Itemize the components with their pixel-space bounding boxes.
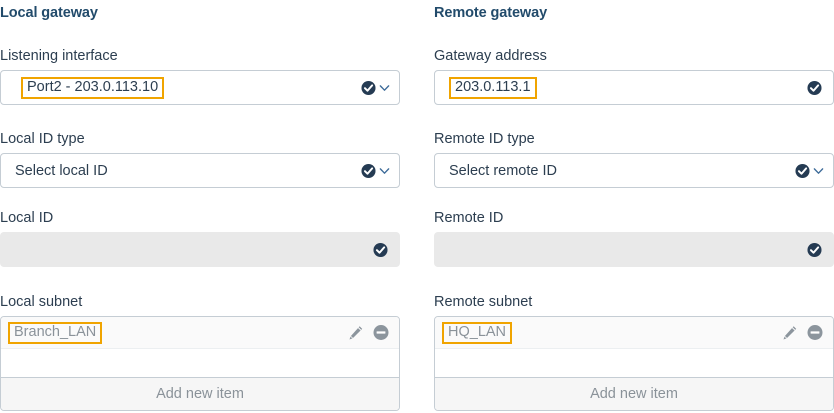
local-id-type-value: Select local ID <box>15 162 108 179</box>
remote-subnet-listbox: HQ_LAN <box>434 316 834 411</box>
check-circle-icon <box>361 80 376 95</box>
local-subnet-item-text-wrap: Branch_LAN <box>1 321 103 344</box>
listening-interface-value-wrap: Port2 - 203.0.113.10 <box>1 76 165 99</box>
field-remote-id: Remote ID <box>434 210 834 267</box>
remote-id-adornments <box>807 242 822 257</box>
field-local-id: Local ID <box>0 210 400 267</box>
check-circle-icon <box>373 242 388 257</box>
field-label-local-subnet: Local subnet <box>0 294 83 310</box>
listening-interface-select[interactable]: Port2 - 203.0.113.10 <box>0 70 400 105</box>
gateway-address-input[interactable]: 203.0.113.1 <box>434 70 834 105</box>
chevron-down-icon[interactable] <box>813 165 824 176</box>
local-subnet-add-new-item-label: Add new item <box>156 386 244 402</box>
remote-subnet-empty-area <box>435 349 833 378</box>
field-local-subnet: Local subnet Branch_LAN <box>0 294 400 411</box>
remote-id-type-value: Select remote ID <box>449 162 557 179</box>
pencil-icon[interactable] <box>781 324 798 341</box>
local-gateway-column: Local gateway Listening interface Port2 … <box>0 0 400 411</box>
remote-id-type-select[interactable]: Select remote ID <box>434 153 834 188</box>
check-circle-icon <box>795 163 810 178</box>
field-label-remote-subnet: Remote subnet <box>434 294 533 310</box>
field-label-remote-id: Remote ID <box>434 210 504 226</box>
remote-subnet-item-actions <box>781 324 823 341</box>
listening-interface-adornments <box>361 80 390 95</box>
remote-subnet-item-text-wrap: HQ_LAN <box>435 321 513 344</box>
minus-circle-icon[interactable] <box>807 325 823 341</box>
field-label-gateway-address: Gateway address <box>434 48 547 64</box>
field-gateway-address: Gateway address 203.0.113.1 <box>434 48 834 105</box>
field-remote-subnet: Remote subnet HQ_LAN <box>434 294 834 411</box>
local-id-type-adornments <box>361 163 390 178</box>
chevron-down-icon[interactable] <box>379 165 390 176</box>
remote-subnet-item-text: HQ_LAN <box>442 321 513 344</box>
local-id-input[interactable] <box>0 232 400 267</box>
chevron-down-icon[interactable] <box>379 82 390 93</box>
remote-gateway-heading: Remote gateway <box>434 5 548 21</box>
local-subnet-empty-area <box>1 349 399 378</box>
remote-id-type-adornments <box>795 163 824 178</box>
gateway-address-value-wrap: 203.0.113.1 <box>435 76 537 99</box>
local-subnet-listbox: Branch_LAN <box>0 316 400 411</box>
local-id-adornments <box>373 242 388 257</box>
remote-id-input[interactable] <box>434 232 834 267</box>
field-listening-interface: Listening interface Port2 - 203.0.113.10 <box>0 48 400 105</box>
check-circle-icon <box>807 80 822 95</box>
minus-circle-icon[interactable] <box>373 325 389 341</box>
field-local-id-type: Local ID type Select local ID <box>0 131 400 188</box>
list-item[interactable]: HQ_LAN <box>435 317 833 349</box>
check-circle-icon <box>807 242 822 257</box>
field-remote-id-type: Remote ID type Select remote ID <box>434 131 834 188</box>
pencil-icon[interactable] <box>347 324 364 341</box>
field-label-local-id-type: Local ID type <box>0 131 85 147</box>
gateway-address-adornments <box>807 80 822 95</box>
local-gateway-heading: Local gateway <box>0 5 98 21</box>
local-subnet-add-new-item-button[interactable]: Add new item <box>1 378 399 410</box>
listening-interface-value: Port2 - 203.0.113.10 <box>21 76 165 99</box>
field-label-remote-id-type: Remote ID type <box>434 131 535 147</box>
check-circle-icon <box>361 163 376 178</box>
field-label-listening-interface: Listening interface <box>0 48 118 64</box>
list-item[interactable]: Branch_LAN <box>1 317 399 349</box>
local-subnet-item-actions <box>347 324 389 341</box>
remote-subnet-add-new-item-label: Add new item <box>590 386 678 402</box>
remote-subnet-add-new-item-button[interactable]: Add new item <box>435 378 833 410</box>
local-subnet-item-text: Branch_LAN <box>8 321 103 344</box>
field-label-local-id: Local ID <box>0 210 54 226</box>
gateway-address-value: 203.0.113.1 <box>449 76 537 99</box>
remote-gateway-column: Remote gateway Gateway address 203.0.113… <box>434 0 834 411</box>
local-id-type-select[interactable]: Select local ID <box>0 153 400 188</box>
